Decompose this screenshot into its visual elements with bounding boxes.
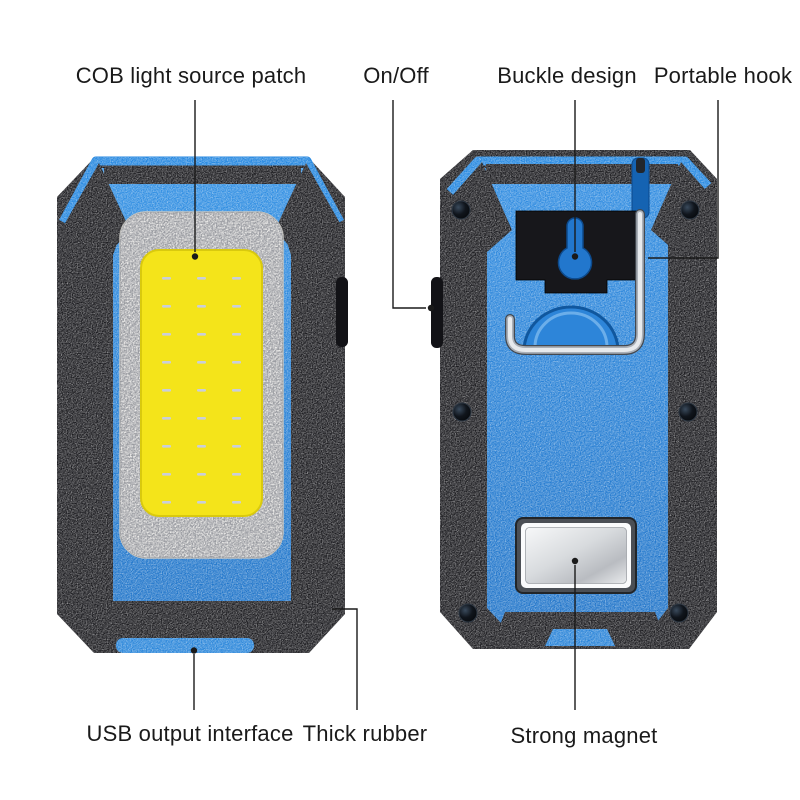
label-on-off: On/Off [363, 63, 429, 88]
power-button [431, 277, 443, 348]
leader-portable-hook [648, 100, 719, 259]
label-portable-hook: Portable hook [653, 63, 793, 88]
label-thick-rubber: Thick rubber [302, 721, 428, 746]
hanging-hook [505, 209, 645, 355]
magnet [515, 517, 637, 594]
back-view-device [431, 150, 717, 649]
label-cob-light-source-patch: COB light source patch [75, 63, 307, 88]
cob-led-grid [158, 272, 250, 510]
front-view-device [57, 156, 348, 653]
screw-holes [451, 200, 700, 623]
leader-on-off [392, 100, 435, 312]
label-strong-magnet: Strong magnet [510, 723, 658, 748]
leader-buckle-design [571, 100, 579, 260]
leader-lines [190, 100, 719, 710]
label-buckle-design: Buckle design [497, 63, 637, 88]
leader-thick-rubber [332, 608, 358, 710]
power-button-side [336, 277, 348, 347]
label-usb-output-interface: USB output interface [86, 721, 294, 746]
leader-strong-magnet [571, 557, 579, 710]
leader-usb-output-interface [190, 647, 198, 710]
leader-cob-light-source-patch [191, 100, 199, 260]
hook-anchor [636, 158, 645, 173]
hanging-loop-dome [522, 305, 620, 353]
